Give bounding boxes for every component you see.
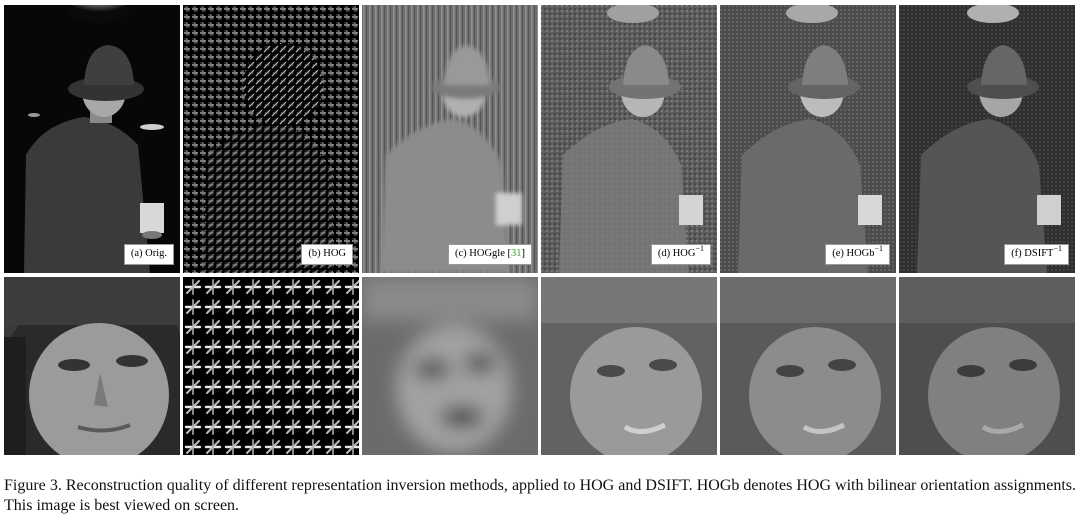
panel-dsift-inv-full: (f) DSIFT−1 [899, 5, 1075, 273]
panel-hog-crop [183, 277, 359, 455]
hoggle-full-image [362, 5, 538, 273]
panel-hoggle-crop [362, 277, 538, 455]
panel-hogb-inv-full: (e) HOGb−1 [720, 5, 896, 273]
panel-hogb-inv-crop [720, 277, 896, 455]
caption-hog-inv-sup: −1 [695, 244, 704, 253]
caption-dsift-inv-base: (f) DSIFT [1011, 248, 1054, 259]
caption-hogb-inv-sup: −1 [874, 244, 883, 253]
hogb-inv-full-image [720, 5, 896, 273]
panel-hog-inv-full: (d) HOG−1 [541, 5, 717, 273]
panel-orig-crop [4, 277, 180, 455]
caption-hoggle: (c) HOGgle [31] [448, 244, 532, 265]
panel-hog-full: (b) HOG [183, 5, 359, 273]
caption-hog-inv: (d) HOG−1 [650, 244, 711, 265]
hog-full-image [183, 5, 359, 273]
caption-hoggle-ref[interactable]: 31 [511, 248, 522, 259]
caption-dsift-inv: (f) DSIFT−1 [1004, 244, 1069, 265]
caption-orig: (a) Orig. [123, 244, 174, 265]
caption-dsift-inv-sup: −1 [1053, 244, 1062, 253]
figure-top-row: (a) Orig. [4, 5, 1078, 273]
hogb-inv-crop-image [720, 277, 896, 455]
caption-hog-inv-base: (d) HOG [657, 248, 696, 259]
hoggle-crop-image [362, 277, 538, 455]
caption-hogb-inv: (e) HOGb−1 [825, 244, 890, 265]
caption-hogb-inv-base: (e) HOGb [832, 248, 875, 259]
dsift-inv-full-image [899, 5, 1075, 273]
orig-crop-image [4, 277, 180, 455]
hog-crop-image [183, 277, 359, 455]
caption-hoggle-prefix: (c) HOGgle [ [455, 248, 511, 259]
panel-hog-inv-crop [541, 277, 717, 455]
caption-hog: (b) HOG [301, 244, 353, 265]
panel-dsift-inv-crop [899, 277, 1075, 455]
orig-full-image [4, 5, 180, 273]
caption-orig-text: (a) Orig. [130, 248, 167, 259]
hog-inv-full-image [541, 5, 717, 273]
panel-hoggle-full: (c) HOGgle [31] [362, 5, 538, 273]
figure-caption: Figure 3. Reconstruction quality of diff… [4, 477, 1076, 514]
dsift-inv-crop-image [899, 277, 1075, 455]
panel-orig-full: (a) Orig. [4, 5, 180, 273]
hog-inv-crop-image [541, 277, 717, 455]
figure-bottom-row [4, 277, 1078, 455]
figure-3: (a) Orig. [4, 5, 1078, 456]
caption-hog-text: (b) HOG [308, 248, 346, 259]
caption-hoggle-suffix: ] [521, 248, 526, 259]
